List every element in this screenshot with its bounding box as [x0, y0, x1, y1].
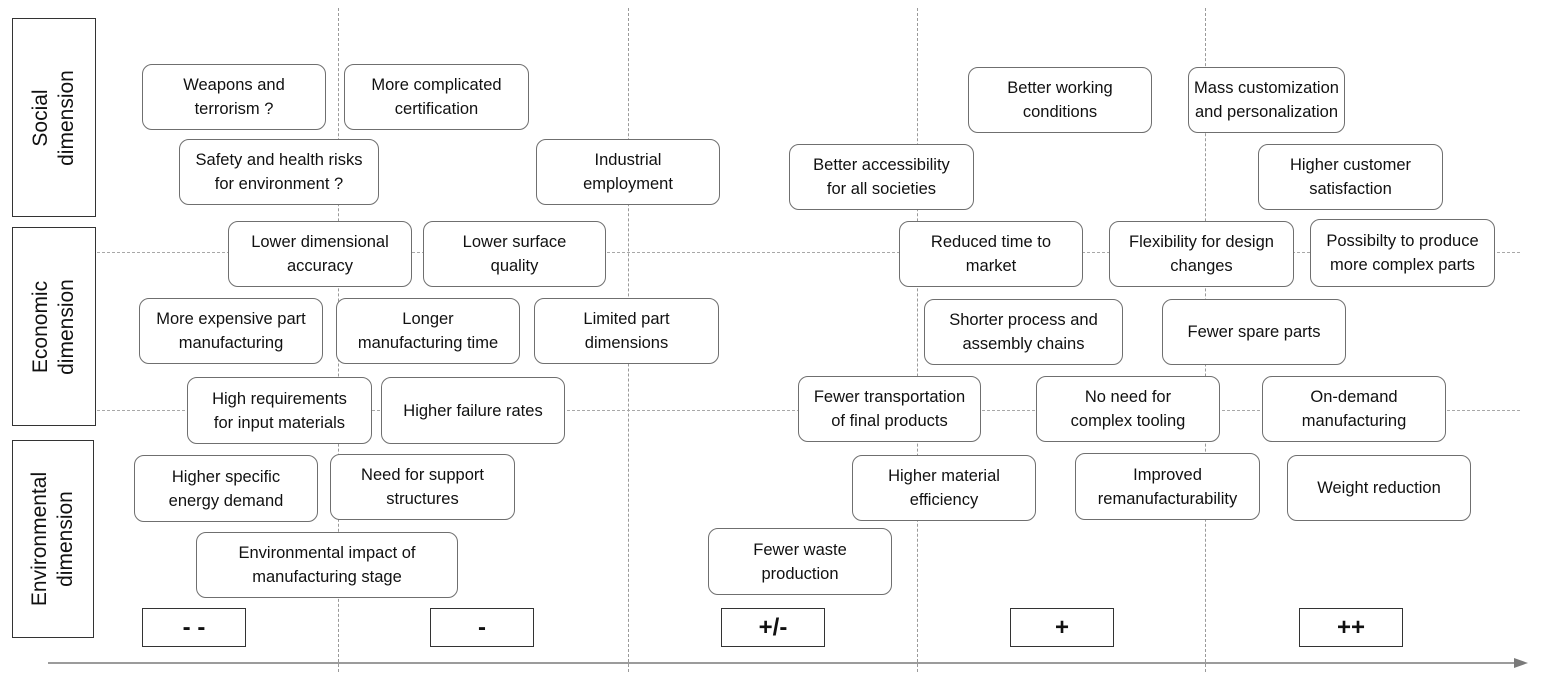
dimension-separator: [52, 252, 1520, 253]
factor-weight-reduction: Weight reduction: [1287, 455, 1471, 521]
factor-tooling: No need for complex tooling: [1036, 376, 1220, 442]
factor-certification: More complicated certification: [344, 64, 529, 130]
factor-input-materials: High requirements for input materials: [187, 377, 372, 444]
social-dimension-label: Social dimension: [12, 18, 96, 217]
factor-industrial-employment: Industrial employment: [536, 139, 720, 205]
scale-very-negative: - -: [142, 608, 246, 647]
dimension-separator: [52, 410, 1520, 411]
factor-complex-parts: Possibilty to produce more complex parts: [1310, 219, 1495, 287]
factor-surface-quality: Lower surface quality: [423, 221, 606, 287]
factor-on-demand: On-demand manufacturing: [1262, 376, 1446, 442]
scale-positive: +: [1010, 608, 1114, 647]
factor-spare-parts: Fewer spare parts: [1162, 299, 1346, 365]
scale-very-positive: ++: [1299, 608, 1403, 647]
factor-limited-dimensions: Limited part dimensions: [534, 298, 719, 364]
separator-line: [917, 8, 918, 672]
factor-time-to-market: Reduced time to market: [899, 221, 1083, 287]
factor-mass-customization: Mass customization and personalization: [1188, 67, 1345, 133]
factor-design-flexibility: Flexibility for design changes: [1109, 221, 1294, 287]
axis-arrow: [48, 658, 1528, 668]
factor-accessibility: Better accessibility for all societies: [789, 144, 974, 210]
factor-energy-demand: Higher specific energy demand: [134, 455, 318, 522]
factor-failure-rates: Higher failure rates: [381, 377, 565, 444]
factor-support-structures: Need for support structures: [330, 454, 515, 520]
factor-weapons: Weapons and terrorism ?: [142, 64, 326, 130]
factor-environmental-impact: Environmental impact of manufacturing st…: [196, 532, 458, 598]
scale-negative: -: [430, 608, 534, 647]
factor-remanufacturability: Improved remanufacturability: [1075, 453, 1260, 520]
scale-neutral: +/-: [721, 608, 825, 647]
factor-dimensional-accuracy: Lower dimensional accuracy: [228, 221, 412, 287]
social-dimension-text: Social dimension: [29, 69, 78, 166]
factor-waste: Fewer waste production: [708, 528, 892, 595]
factor-safety: Safety and health risks for environment …: [179, 139, 379, 205]
environmental-dimension-label: Environmental dimension: [12, 440, 94, 638]
factor-expensive-parts: More expensive part manufacturing: [139, 298, 323, 364]
factor-working-conditions: Better working conditions: [968, 67, 1152, 133]
environmental-dimension-text: Environmental dimension: [28, 471, 77, 607]
factor-longer-time: Longer manufacturing time: [336, 298, 520, 364]
factor-customer-satisfaction: Higher customer satisfaction: [1258, 144, 1443, 210]
factor-shorter-chains: Shorter process and assembly chains: [924, 299, 1123, 365]
economic-dimension-label: Economic dimension: [12, 227, 96, 426]
economic-dimension-text: Economic dimension: [29, 278, 78, 375]
factor-material-efficiency: Higher material efficiency: [852, 455, 1036, 521]
factor-transportation: Fewer transportation of final products: [798, 376, 981, 442]
